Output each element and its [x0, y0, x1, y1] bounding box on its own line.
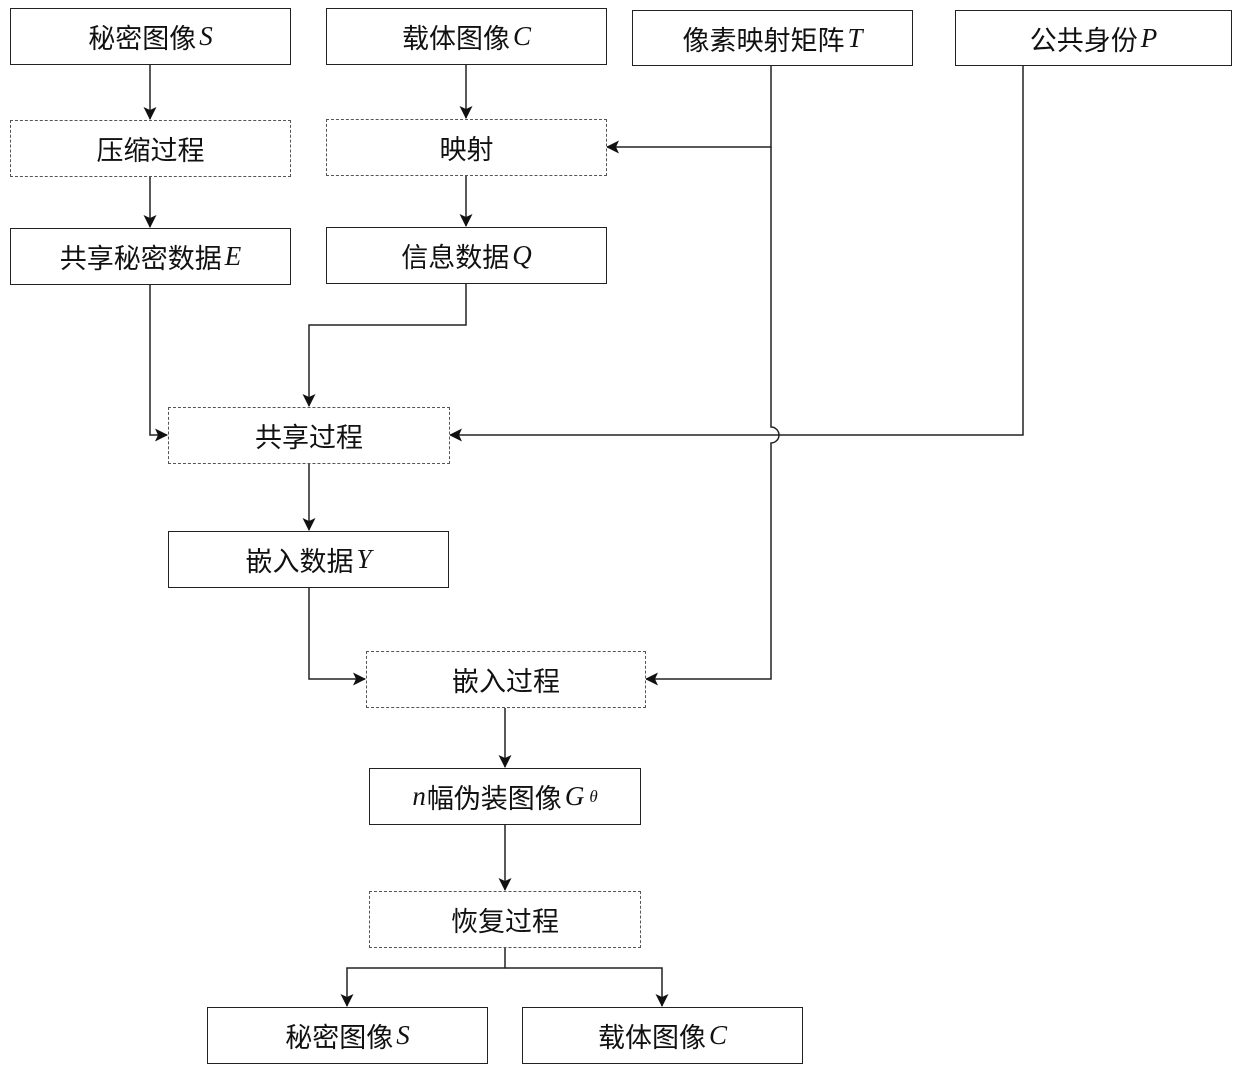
arrow-matrix-to-embed-process	[645, 147, 780, 686]
share-process-label: 共享过程	[255, 423, 363, 454]
shared-secret-data-var: E	[224, 241, 242, 271]
info-data-label: 信息数据	[401, 243, 510, 274]
arrow-shared-data-to-share-process	[149, 284, 168, 442]
embed-process-box: 嵌入过程	[366, 651, 646, 708]
arrow-matrix-to-mapping	[606, 64, 772, 154]
pixel-map-matrix-label: 像素映射矩阵	[682, 25, 845, 57]
embed-data-label: 嵌入数据	[245, 547, 354, 578]
pixel-map-matrix-var: T	[847, 22, 863, 53]
recovered-cover-label: 载体图像	[597, 1023, 706, 1054]
compress-process-box: 压缩过程	[10, 120, 291, 177]
arrow-identity-to-share-process	[449, 64, 1024, 442]
public-identity-var: P	[1140, 22, 1158, 53]
secret-image-var: S	[199, 21, 213, 51]
public-identity-label: 公共身份	[1029, 25, 1138, 57]
camouflage-images-sup: θ	[589, 786, 598, 806]
arrow-info-data-to-share-process	[302, 283, 467, 407]
recover-process-label: 恢复过程	[451, 907, 559, 938]
info-data-var: Q	[512, 240, 532, 270]
shared-secret-data-label: 共享秘密数据	[59, 244, 222, 275]
camouflage-images-label: 幅伪装图像	[426, 784, 562, 815]
camouflage-images-prefix: n	[412, 781, 426, 811]
mapping-box: 映射	[326, 119, 607, 176]
secret-image-label: 秘密图像	[88, 24, 197, 55]
recovered-cover-var: C	[708, 1020, 727, 1050]
camouflage-images-var: G	[564, 781, 585, 811]
arrow-embed-data-to-embed-process	[308, 587, 366, 686]
embed-process-label: 嵌入过程	[452, 667, 560, 698]
recovered-secret-var: S	[396, 1020, 410, 1050]
arrow-recover-to-cover-output	[505, 967, 669, 1007]
mapping-label: 映射	[439, 135, 494, 166]
share-process-box: 共享过程	[168, 407, 450, 464]
cover-image-label: 载体图像	[401, 24, 510, 55]
recovered-secret-label: 秘密图像	[285, 1023, 394, 1054]
arrow-recover-to-outputs-trunk	[340, 947, 506, 1007]
compress-process-label: 压缩过程	[96, 136, 205, 167]
embed-data-var: Y	[356, 544, 372, 574]
recover-process-box: 恢复过程	[369, 891, 641, 948]
cover-image-var: C	[512, 21, 531, 51]
